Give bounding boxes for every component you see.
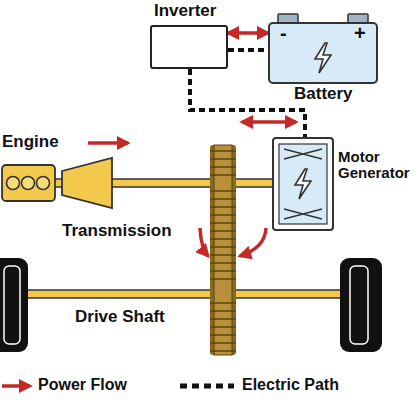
power-flow-arrow (240, 228, 266, 256)
inverter-box: Inverter (150, 25, 228, 69)
cylinder (37, 177, 50, 190)
node-label: Engine (2, 133, 59, 151)
inverter-outline (151, 26, 227, 68)
engine-body (2, 165, 55, 201)
node-label: Transmission (62, 222, 172, 240)
legend-label: Power Flow (38, 377, 127, 394)
tyre-highlight (4, 266, 20, 344)
legend-sample (178, 376, 236, 396)
gear-teeth (210, 145, 236, 355)
node-label: Battery (294, 85, 353, 103)
tyre-highlight (350, 266, 368, 344)
transmission-shape (62, 158, 112, 208)
electric-path (228, 48, 268, 52)
power-flow-arrow (88, 141, 128, 145)
transmission: Transmission (62, 158, 112, 208)
legend-label: Electric Path (242, 377, 339, 394)
tyre (340, 258, 382, 352)
power-flow-arrow (242, 120, 296, 124)
battery-body (269, 23, 377, 83)
gear-body (214, 145, 232, 355)
motor-generator: Motor Generator (272, 137, 334, 231)
battery: Battery-+ (268, 22, 378, 84)
node-label: - (280, 23, 287, 44)
drive-shaft (26, 290, 342, 298)
motor-housing (273, 138, 333, 230)
power-flow-arrow (200, 228, 208, 256)
legend-dash (180, 384, 234, 389)
battery-terminal (348, 14, 368, 23)
gear (210, 145, 236, 355)
left-wheel (0, 258, 28, 352)
node-outline (272, 137, 334, 231)
part-label: Drive Shaft (75, 308, 165, 326)
engine-block: Engine (2, 165, 55, 201)
tyre (0, 258, 28, 352)
motor-core (279, 144, 327, 224)
node-outline (2, 165, 55, 201)
lightning-symbol (315, 43, 331, 73)
cylinder (22, 177, 35, 190)
node-outline (62, 158, 112, 208)
node-label: + (354, 23, 366, 44)
cylinder (7, 177, 20, 190)
node-label: Inverter (154, 2, 216, 20)
node-label: Motor Generator (338, 149, 414, 181)
right-wheel (340, 258, 382, 352)
battery-terminal (278, 14, 298, 23)
power-flow-arrow (228, 31, 268, 35)
legend-sample (2, 376, 34, 396)
winding-marks (284, 149, 322, 219)
legend-arrow (2, 384, 30, 388)
gear-tooth-lines (210, 151, 236, 351)
lightning-symbol (295, 169, 311, 199)
node-outline (150, 25, 228, 69)
main-shaft (110, 179, 274, 187)
